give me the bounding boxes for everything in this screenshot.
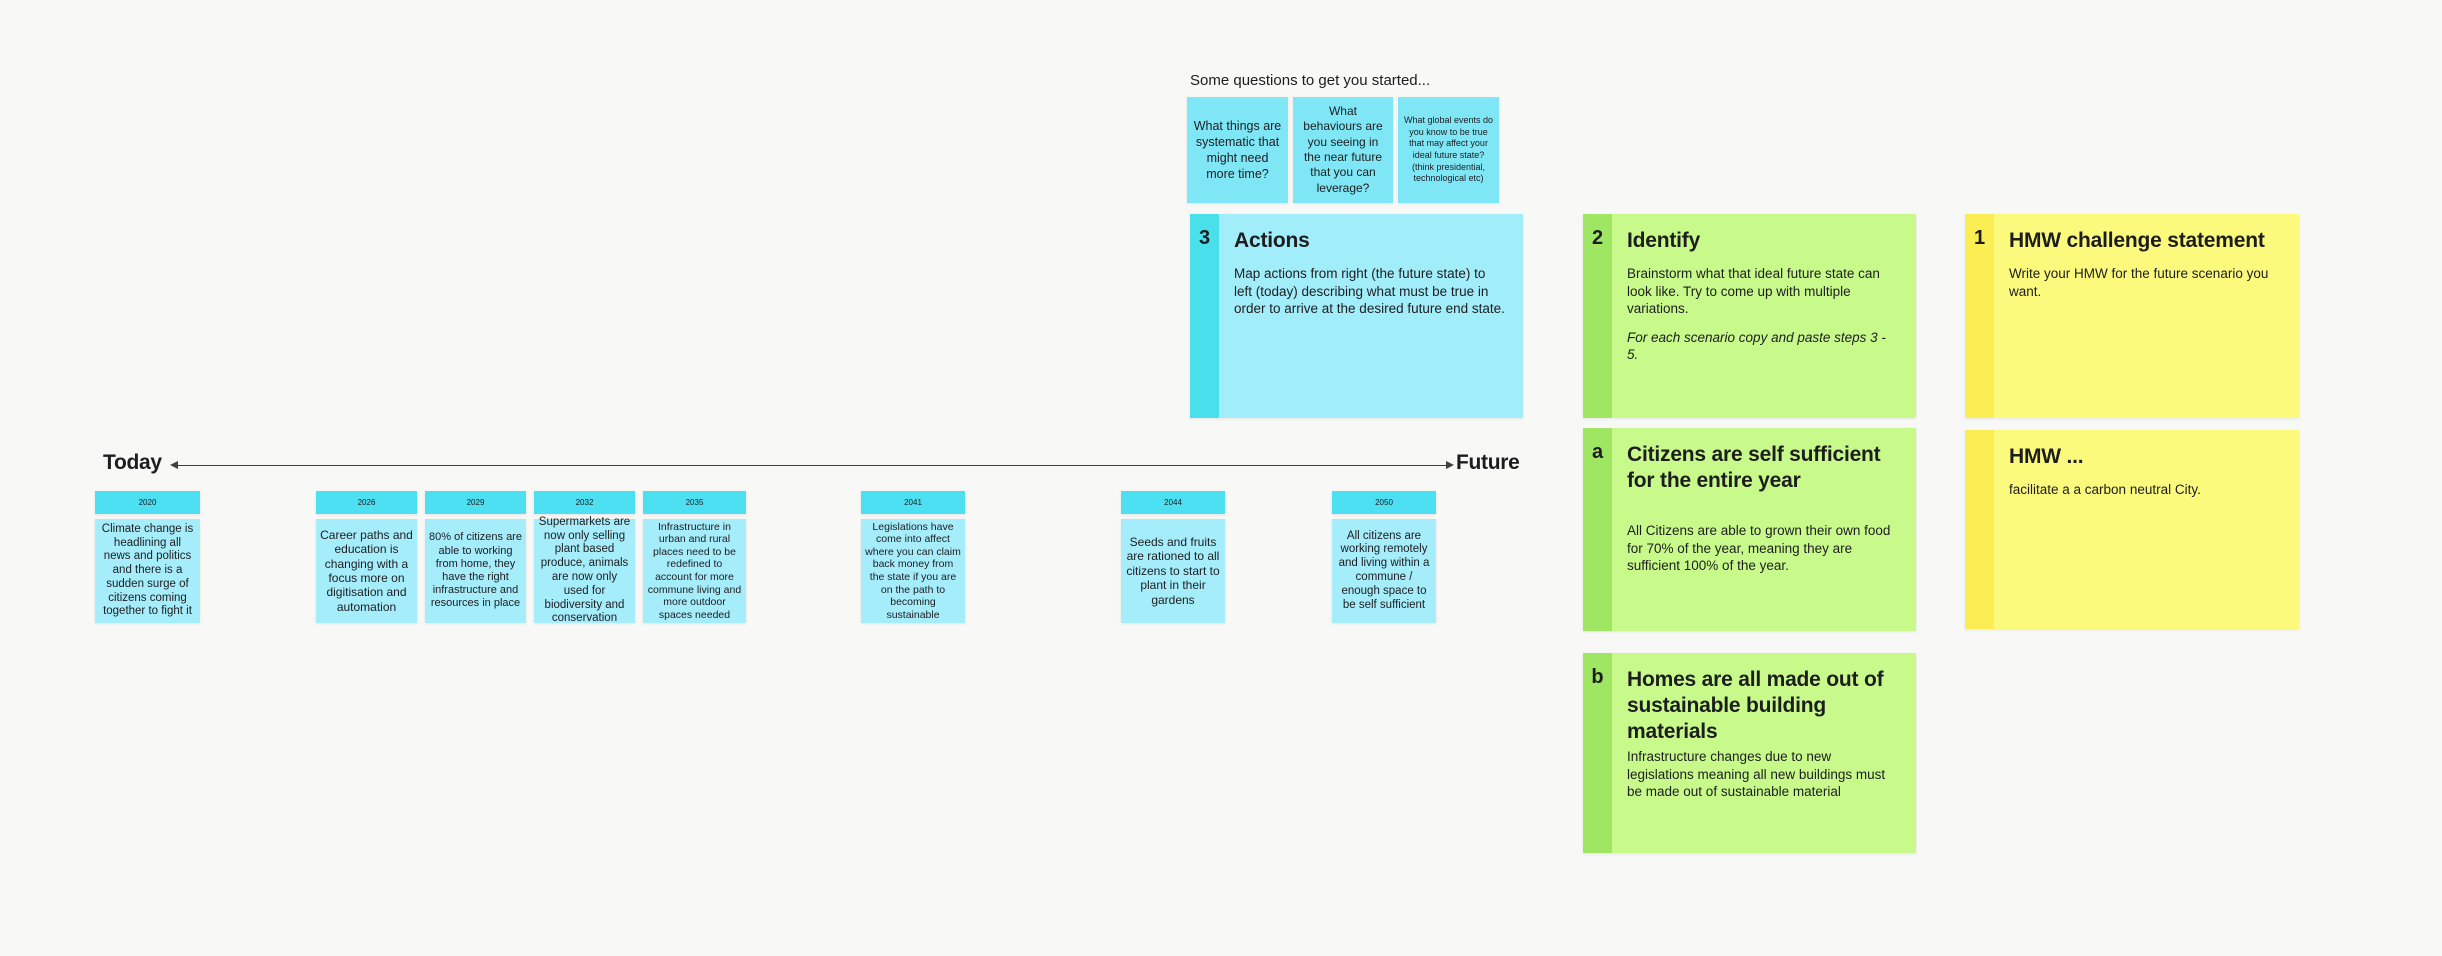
timeline-note-2041-year: 2041 [861,491,965,514]
scenario-note-b[interactable]: b Homes are all made out of sustainable … [1583,653,1916,853]
timeline-today-label[interactable]: Today [103,451,162,474]
step-3-title: Actions [1234,229,1310,252]
question-note-2-text: What behaviours are you seeing in the ne… [1303,103,1383,195]
hmw-answer-title: HMW ... [2009,445,2084,468]
scenario-b-letter-strip: b [1583,653,1612,853]
scenario-a-body: All Citizens are able to grown their own… [1627,523,1891,573]
question-note-2[interactable]: What behaviours are you seeing in the ne… [1293,97,1393,203]
hmw-answer-content: HMW ... facilitate a a carbon neutral Ci… [1994,430,2299,629]
timeline-note-2026-text: Career paths and education is changing w… [316,519,417,623]
step-3-content: Actions Map actions from right (the futu… [1219,214,1523,418]
timeline-note-2050-year: 2050 [1332,491,1436,514]
step-2-content: Identify Brainstorm what that ideal futu… [1612,214,1916,418]
step-note-3-actions[interactable]: 3 Actions Map actions from right (the fu… [1190,214,1523,418]
timeline-note-2029-text: 80% of citizens are able to working from… [425,519,526,623]
question-note-3-text: What global events do you know to be tru… [1403,114,1494,184]
timeline-note-2035-text: Infrastructure in urban and rural places… [643,519,746,623]
timeline-note-2044-year: 2044 [1121,491,1225,514]
timeline-note-2032-text: Supermarkets are now only selling plant … [534,516,635,624]
scenario-a-title: Citizens are self sufficient for the ent… [1627,443,1881,492]
step-2-title: Identify [1627,229,1701,252]
timeline-note-2044-text: Seeds and fruits are rationed to all cit… [1121,519,1225,623]
step-3-body: Map actions from right (the future state… [1234,266,1505,316]
hmw-answer-strip [1965,430,1994,629]
step-1-content: HMW challenge statement Write your HMW f… [1994,214,2299,418]
timeline-note-2026-year: 2026 [316,491,417,514]
question-note-3[interactable]: What global events do you know to be tru… [1398,97,1499,203]
questions-header-text[interactable]: Some questions to get you started... [1190,72,1431,89]
step-1-body: Write your HMW for the future scenario y… [2009,266,2269,299]
step-note-1-hmw-challenge[interactable]: 1 HMW challenge statement Write your HMW… [1965,214,2299,418]
timeline-arrow-line[interactable] [170,460,1454,469]
scenario-b-body: Infrastructure changes due to new legisl… [1627,749,1886,799]
step-note-2-identify[interactable]: 2 Identify Brainstorm what that ideal fu… [1583,214,1916,418]
timeline-note-2029-year: 2029 [425,491,526,514]
scenario-a-content: Citizens are self sufficient for the ent… [1612,428,1916,631]
step-2-body: Brainstorm what that ideal future state … [1627,266,1880,316]
timeline-note-2050-text: All citizens are working remotely and li… [1332,519,1436,623]
scenario-b-content: Homes are all made out of sustainable bu… [1612,653,1916,853]
timeline-note-2032-year: 2032 [534,491,635,514]
step-1-title: HMW challenge statement [2009,229,2265,252]
scenario-a-letter-strip: a [1583,428,1612,631]
timeline-note-2020-year: 2020 [95,491,200,514]
step-3-number-strip: 3 [1190,214,1219,418]
timeline-note-2041-text: Legislations have come into affect where… [861,519,965,623]
timeline-note-2020-text: Climate change is headlining all news an… [95,519,200,623]
scenario-note-a[interactable]: a Citizens are self sufficient for the e… [1583,428,1916,631]
step-2-number-strip: 2 [1583,214,1612,418]
hmw-answer-note[interactable]: HMW ... facilitate a a carbon neutral Ci… [1965,430,2299,629]
scenario-b-title: Homes are all made out of sustainable bu… [1627,668,1884,743]
step-2-body-italic: For each scenario copy and paste steps 3… [1627,329,1886,363]
hmw-answer-body: facilitate a a carbon neutral City. [2009,482,2201,497]
timeline-future-label[interactable]: Future [1456,451,1520,474]
timeline-note-2035-year: 2035 [643,491,746,514]
question-note-1-text: What things are systematic that might ne… [1193,119,1282,181]
step-1-number-strip: 1 [1965,214,1994,418]
question-note-1[interactable]: What things are systematic that might ne… [1187,97,1288,203]
